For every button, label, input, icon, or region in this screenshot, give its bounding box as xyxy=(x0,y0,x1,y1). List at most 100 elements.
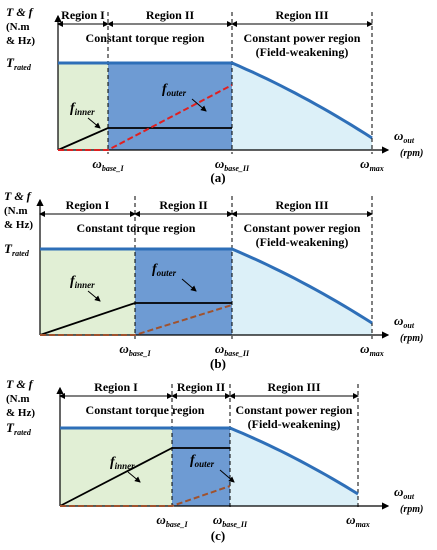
omega-base-ii-label-subscript: base_II xyxy=(222,520,248,529)
t-rated-label-subscript: rated xyxy=(12,249,30,258)
f-inner-label-subscript: inner xyxy=(75,280,96,290)
constant-torque-label: Constant torque region xyxy=(77,221,196,235)
region-1-fill xyxy=(40,249,135,335)
panel-caption: (a) xyxy=(210,170,225,185)
f-outer-line xyxy=(60,485,231,507)
omega-base-i-label: ωbase_I xyxy=(119,341,151,358)
omega-base-ii-label-symbol: ω xyxy=(215,156,224,171)
region-3-label: Region III xyxy=(267,380,320,394)
panel-c: Region I Region II Region III Constant torq… xyxy=(6,377,423,543)
omega-base-ii-label: ωbase_II xyxy=(215,156,250,173)
region-3-fill xyxy=(232,249,372,335)
constant-torque-label: Constant torque region xyxy=(86,31,205,45)
torque-curve xyxy=(40,247,373,325)
y-axis-label-3: & Hz) xyxy=(6,35,35,47)
f-inner-line xyxy=(59,447,230,507)
field-weakening-label: (Field-weakening) xyxy=(248,417,341,431)
f-outer-label: fouter xyxy=(190,453,215,469)
omega-max-label-subscript: max xyxy=(370,349,384,358)
f-inner-label-symbol: f xyxy=(110,455,116,470)
omega-base-ii-label-subscript: base_II xyxy=(224,164,250,173)
region-1-fill xyxy=(58,63,108,150)
constant-torque-label: Constant torque region xyxy=(86,403,205,417)
f-outer-line xyxy=(58,84,233,151)
y-axis-label-3: & Hz) xyxy=(6,407,35,419)
constant-power-label: Constant power region xyxy=(236,403,353,417)
t-rated-label: Trated xyxy=(6,55,32,72)
region-2-label: Region II xyxy=(159,198,208,212)
y-axis-label-1: T & f xyxy=(6,377,34,391)
region-2-fill xyxy=(172,428,230,506)
t-rated-label-subscript: rated xyxy=(14,63,32,72)
f-inner-label: finner xyxy=(70,274,95,290)
y-axis-label-2: (N.m xyxy=(6,21,30,33)
omega-max-label-subscript: max xyxy=(356,520,370,529)
omega-max-label-subscript: max xyxy=(370,164,384,173)
region-1-fill xyxy=(60,428,172,506)
f-inner-line xyxy=(39,302,232,336)
f-inner-label-symbol: f xyxy=(70,274,76,289)
constant-power-label: Constant power region xyxy=(244,221,361,235)
region-2-fill xyxy=(108,63,232,150)
t-rated-label: Trated xyxy=(6,420,32,437)
omega-max-label: ωmax xyxy=(360,156,384,173)
omega-base-i-label-subscript: base_I xyxy=(166,520,189,529)
omega-base-ii-label-subscript: base_II xyxy=(224,349,250,358)
f-inner-label-symbol: f xyxy=(70,101,76,116)
omega-max-label-symbol: ω xyxy=(360,341,369,356)
region-3-label: Region III xyxy=(275,198,328,212)
omega-base-ii-label-symbol: ω xyxy=(213,512,222,527)
omega-out-label-subscript: out xyxy=(403,492,414,501)
region-2-label: Region II xyxy=(177,380,226,394)
f-inner-label: finner xyxy=(70,101,95,117)
y-axis-label-3: & Hz) xyxy=(4,219,33,231)
omega-max-label: ωmax xyxy=(360,341,384,358)
y-axis-label-2: (N.m xyxy=(6,393,30,405)
f-outer-label-symbol: f xyxy=(152,262,158,277)
torque-curve xyxy=(58,61,373,140)
field-weakening-label: (Field-weakening) xyxy=(256,235,349,249)
omega-out-label-subscript: out xyxy=(403,136,414,145)
f-outer-line xyxy=(40,304,233,336)
field-weakening-label: (Field-weakening) xyxy=(256,45,349,59)
y-axis-label-2: (N.m xyxy=(4,205,28,217)
omega-out-label-symbol: ω xyxy=(394,313,403,328)
omega-out-label-symbol: ω xyxy=(394,128,403,143)
omega-base-i-label-symbol: ω xyxy=(156,512,165,527)
t-rated-label-symbol: T xyxy=(6,55,15,70)
t-rated-label-symbol: T xyxy=(4,241,13,256)
region-3-fill xyxy=(230,428,358,506)
f-outer-label: fouter xyxy=(152,262,177,278)
omega-base-i-label-symbol: ω xyxy=(92,156,101,171)
omega-max-label: ωmax xyxy=(346,512,370,529)
region-1-label: Region I xyxy=(94,380,138,394)
omega-out-label: ωout xyxy=(394,484,415,501)
f-outer-label-subscript: outer xyxy=(195,459,215,469)
region-3-label: Region III xyxy=(275,8,328,22)
omega-out-label: ωout xyxy=(394,313,415,330)
region-1-label: Region I xyxy=(66,198,110,212)
panel-caption: (b) xyxy=(210,356,226,371)
y-axis-label-1: T & f xyxy=(4,189,32,203)
f-outer-label-symbol: f xyxy=(162,82,168,97)
rpm-label: (rpm) xyxy=(400,333,423,344)
omega-out-label-subscript: out xyxy=(403,321,414,330)
region-2-fill xyxy=(135,249,232,335)
omega-out-label-symbol: ω xyxy=(394,484,403,499)
constant-power-label: Constant power region xyxy=(244,31,361,45)
t-rated-label-symbol: T xyxy=(6,420,15,435)
f-inner-line xyxy=(57,127,232,151)
omega-base-i-label: ωbase_I xyxy=(156,512,188,529)
omega-base-ii-label-symbol: ω xyxy=(215,341,224,356)
f-inner-pointer xyxy=(87,117,101,129)
omega-max-label-symbol: ω xyxy=(346,512,355,527)
f-outer-label-subscript: outer xyxy=(157,268,177,278)
f-inner-label-subscript: inner xyxy=(115,461,136,471)
t-rated-label-subscript: rated xyxy=(14,428,32,437)
region-1-label: Region I xyxy=(61,8,105,22)
rpm-label: (rpm) xyxy=(400,148,423,159)
panel-b: Region I Region II Region III Constant torq… xyxy=(4,189,423,371)
